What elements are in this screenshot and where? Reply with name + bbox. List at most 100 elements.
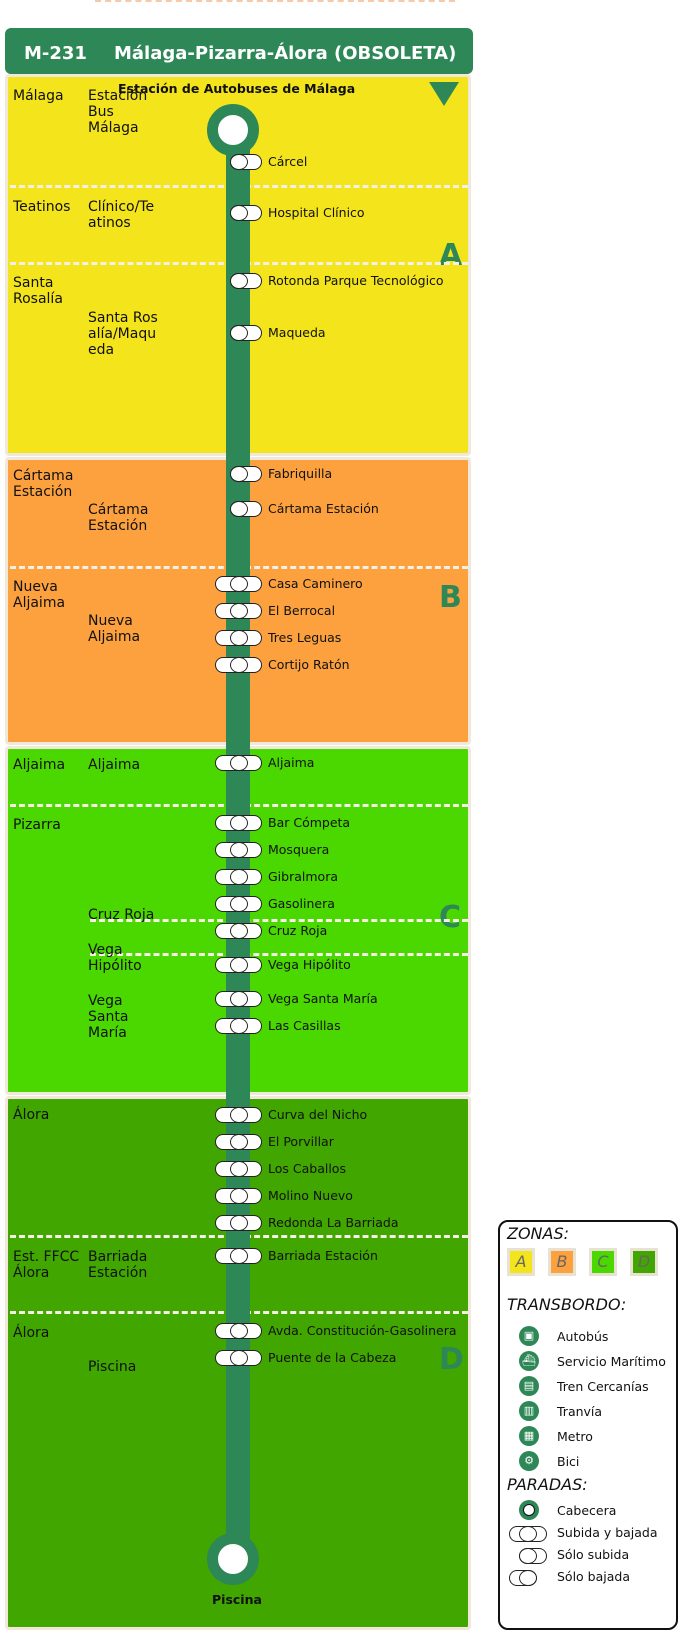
- stop-inner-circle: [230, 896, 248, 912]
- stop-label: Bar Cómpeta: [268, 815, 351, 830]
- bus-icon: ▣: [519, 1326, 539, 1346]
- municipality-label: Aljaima: [13, 757, 66, 773]
- segment-divider: [90, 953, 468, 956]
- stop-inner-circle: [230, 1107, 248, 1123]
- legend-transfer-label: Servicio Marítimo: [557, 1354, 666, 1369]
- stop-inner-circle: [230, 957, 248, 973]
- route-header: [5, 28, 473, 74]
- legend-stop-label: Sólo bajada: [557, 1569, 630, 1584]
- locality-label: Estación Bus Málaga: [88, 88, 148, 136]
- legend-transfer-label: Bici: [557, 1454, 580, 1469]
- direction-triangle-down-icon: [429, 82, 459, 106]
- stop-inner-circle: [230, 815, 248, 831]
- municipality-label: Pizarra: [13, 817, 61, 833]
- stop-label: Puente de la Cabeza: [268, 1350, 397, 1365]
- drop-stop-inner-circle-icon: [519, 1570, 537, 1586]
- locality-label: Nueva Aljaima: [88, 613, 141, 645]
- stop-label: Rotonda Parque Tecnológico: [268, 273, 444, 288]
- legend-transfer-label: Metro: [557, 1429, 593, 1444]
- stop-label: Avda. Constitución-Gasolinera: [268, 1323, 457, 1338]
- legend-zone-c: C: [589, 1248, 617, 1276]
- stop-inner-circle: [230, 1134, 248, 1150]
- zone-letter-a: A: [439, 238, 463, 273]
- zone-letter-b: B: [439, 580, 462, 615]
- stop-label: Mosquera: [268, 842, 330, 857]
- stop-label: Cártama Estación: [268, 501, 379, 516]
- stop-inner-circle: [230, 273, 248, 289]
- stop-inner-circle: [230, 869, 248, 885]
- locality-label: Cruz Roja: [88, 907, 155, 923]
- start-terminal-marker: [207, 104, 259, 156]
- end-terminal-label: Piscina: [212, 1592, 262, 1607]
- stop-label: Los Caballos: [268, 1161, 346, 1176]
- legend-transfer-title: TRANSBORDO:: [507, 1295, 627, 1314]
- legend-stops-title: PARADAS:: [507, 1475, 588, 1494]
- stop-label: Las Casillas: [268, 1018, 341, 1033]
- locality-label: Cártama Estación: [88, 502, 149, 534]
- legend-zone-a: A: [507, 1248, 535, 1276]
- municipality-label: Nueva Aljaima: [13, 579, 66, 611]
- top-edge-marks: [95, 0, 455, 2]
- stop-label: Vega Santa María: [268, 991, 378, 1006]
- pickup-stop-inner-circle-icon: [519, 1548, 537, 1564]
- stop-label: Hospital Clínico: [268, 205, 365, 220]
- locality-label: Piscina: [88, 1359, 137, 1375]
- stop-inner-circle: [230, 1350, 248, 1366]
- stop-label: Cárcel: [268, 154, 308, 169]
- locality-label: Clínico/Teatinos: [88, 199, 155, 231]
- end-terminal-marker: [207, 1533, 259, 1585]
- route-code: M-231: [24, 43, 87, 64]
- stop-inner-circle: [230, 603, 248, 619]
- stop-inner-circle: [230, 501, 248, 517]
- both-stop-inner-circle-icon: [519, 1526, 537, 1542]
- stop-inner-circle: [230, 205, 248, 221]
- tram-icon: ▥: [519, 1401, 539, 1421]
- stop-label: Maqueda: [268, 325, 326, 340]
- stop-inner-circle: [230, 630, 248, 646]
- stop-inner-circle: [230, 1018, 248, 1034]
- stop-label: Tres Leguas: [268, 630, 342, 645]
- stop-label: El Porvillar: [268, 1134, 334, 1149]
- stop-inner-circle: [230, 842, 248, 858]
- route-line: [226, 120, 250, 1560]
- stop-label: Curva del Nicho: [268, 1107, 368, 1122]
- stop-inner-circle: [230, 657, 248, 673]
- zone-letter-d: D: [439, 1342, 464, 1377]
- stop-inner-circle: [230, 1323, 248, 1339]
- stop-label: Cortijo Ratón: [268, 657, 350, 672]
- stop-label: Fabriquilla: [268, 466, 333, 481]
- stop-inner-circle: [230, 576, 248, 592]
- municipality-label: Álora: [13, 1107, 50, 1123]
- stop-label: Vega Hipólito: [268, 957, 351, 972]
- locality-label: Aljaima: [88, 757, 141, 773]
- zone-letter-c: C: [439, 900, 462, 935]
- stop-label: Redonda La Barriada: [268, 1215, 399, 1230]
- route-name: Málaga-Pizarra-Álora (OBSOLETA): [114, 43, 457, 64]
- legend-transfer-label: Tranvía: [557, 1404, 603, 1419]
- stop-label: Casa Caminero: [268, 576, 363, 591]
- legend-stop-label: Cabecera: [557, 1503, 617, 1518]
- legend-zones-title: ZONAS:: [507, 1224, 570, 1243]
- legend-zone-b: B: [548, 1248, 576, 1276]
- stop-label: Gasolinera: [268, 896, 335, 911]
- locality-label: Vega Hipólito: [88, 942, 142, 974]
- locality-label: Vega Santa María: [88, 993, 129, 1041]
- stop-label: Aljaima: [268, 755, 315, 770]
- stop-label: Gibralmora: [268, 869, 338, 884]
- train-icon: ▤: [519, 1376, 539, 1396]
- stop-inner-circle: [230, 1215, 248, 1231]
- municipality-label: Cártama Estación: [13, 468, 74, 500]
- legend-zone-d: D: [630, 1248, 658, 1276]
- locality-label: Santa Rosalía/Maqueda: [88, 310, 158, 358]
- stop-inner-circle: [230, 466, 248, 482]
- municipality-label: Álora: [13, 1325, 50, 1341]
- stop-inner-circle: [230, 154, 248, 170]
- stop-inner-circle: [230, 1161, 248, 1177]
- stop-inner-circle: [230, 923, 248, 939]
- segment-divider: [90, 919, 468, 922]
- stop-inner-circle: [230, 1188, 248, 1204]
- municipality-label: Est. FFCC Álora: [13, 1249, 80, 1281]
- stop-inner-circle: [230, 325, 248, 341]
- legend-panel: [498, 1220, 678, 1630]
- stop-label: Cruz Roja: [268, 923, 328, 938]
